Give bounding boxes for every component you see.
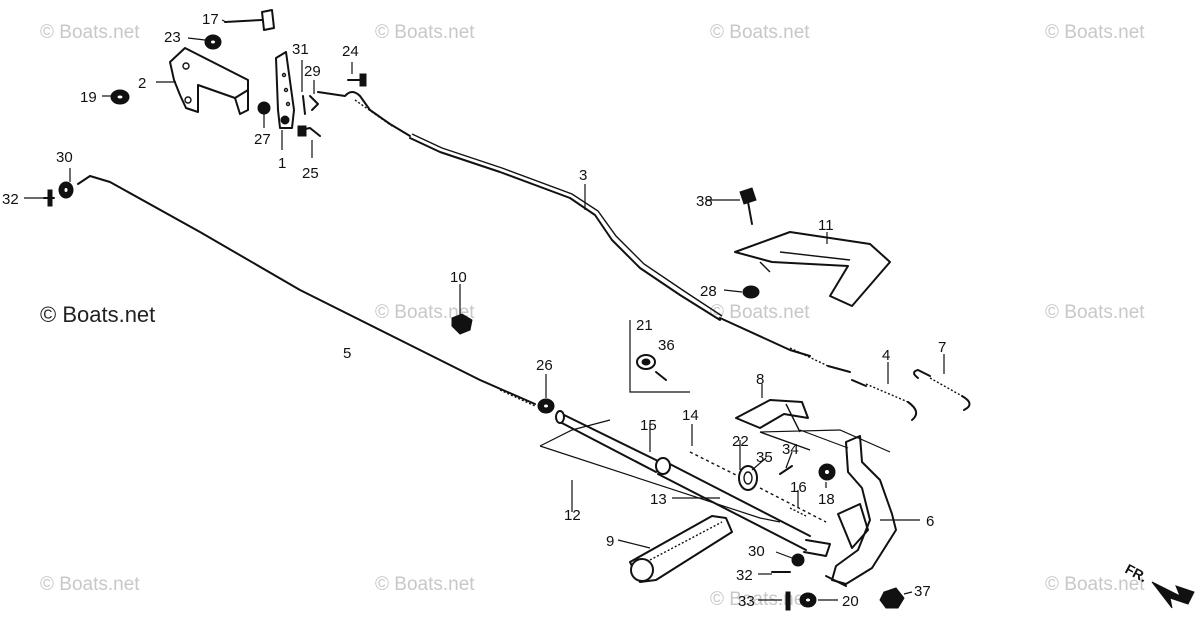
watermarks: © Boats.net © Boats.net © Boats.net © Bo…	[40, 22, 1145, 610]
part-spring-14	[689, 451, 739, 477]
part-nut-28	[742, 285, 760, 299]
callout-38: 38	[696, 193, 713, 210]
watermark: © Boats.net	[710, 22, 810, 43]
part-nut-10	[451, 313, 473, 335]
callout-13: 13	[650, 491, 667, 508]
part-nut-27	[257, 101, 271, 115]
callout-19: 19	[80, 89, 97, 106]
part-pin-31	[302, 95, 306, 115]
callout-14: 14	[682, 407, 699, 424]
callout-15: 15	[640, 417, 657, 434]
callout-35: 35	[756, 449, 773, 466]
callout-6: 6	[926, 513, 934, 530]
callout-16: 16	[790, 479, 807, 496]
part-washer-20	[799, 592, 817, 608]
callout-36: 36	[658, 337, 675, 354]
part-washer-30-lower	[791, 553, 805, 567]
callout-37: 37	[914, 583, 931, 600]
part-nut-18	[818, 463, 836, 481]
watermark: © Boats.net	[375, 22, 475, 43]
part-lever-1	[275, 51, 295, 129]
part-shaft-15	[555, 410, 661, 473]
part-pedal-pad-9	[629, 515, 733, 583]
callout-7: 7	[938, 339, 946, 356]
callout-9: 9	[606, 533, 614, 550]
part-bolt-24	[347, 73, 367, 87]
callouts: 1 2 3 4 5 6 7 8 9 10 11 12 13 14 15 16 1…	[2, 11, 946, 610]
part-pipe-13	[655, 457, 831, 557]
part-pin-36	[655, 371, 667, 381]
part-spring-16	[759, 487, 827, 523]
callout-23: 23	[164, 29, 181, 46]
watermark-main: © Boats.net	[40, 302, 155, 327]
part-bracket-8	[735, 399, 809, 433]
part-collar-35	[738, 465, 758, 491]
callout-10: 10	[450, 269, 467, 286]
watermark: © Boats.net	[1045, 574, 1145, 595]
callout-27: 27	[254, 131, 271, 148]
callout-8: 8	[756, 371, 764, 388]
part-clip-29	[309, 95, 319, 111]
callout-30-lower: 30	[748, 543, 765, 560]
callout-29: 29	[304, 63, 321, 80]
part-nut-37	[879, 587, 905, 609]
part-bolt-38	[739, 187, 757, 225]
part-washer-23	[204, 34, 222, 50]
callout-31: 31	[292, 41, 309, 58]
callout-30: 30	[56, 149, 73, 166]
part-pin-32	[43, 189, 55, 207]
callout-32: 32	[2, 191, 19, 208]
part-pin-33	[785, 591, 791, 611]
callout-3: 3	[579, 167, 587, 184]
callout-1: 1	[278, 155, 286, 172]
callout-22: 22	[732, 433, 749, 450]
part-washer-21	[636, 354, 656, 370]
watermark: © Boats.net	[40, 574, 140, 595]
part-pin-34	[779, 465, 793, 475]
watermark: © Boats.net	[710, 302, 810, 323]
callout-33: 33	[738, 593, 755, 610]
callout-34: 34	[782, 441, 799, 458]
part-pedal-arm-6	[825, 435, 897, 587]
callout-32-lower: 32	[736, 567, 753, 584]
part-cable-3	[317, 91, 851, 373]
part-bracket-2	[169, 47, 249, 115]
watermark: © Boats.net	[1045, 302, 1145, 323]
callout-11: 11	[818, 217, 834, 234]
callout-12: 12	[564, 507, 581, 524]
callout-21: 21	[636, 317, 653, 334]
group-lines	[24, 19, 945, 601]
watermark: © Boats.net	[40, 22, 140, 43]
part-bolt-25	[297, 125, 321, 137]
part-nut-26	[537, 398, 555, 414]
callout-18: 18	[818, 491, 835, 508]
part-bracket-11	[734, 231, 891, 307]
callout-28: 28	[700, 283, 717, 300]
callout-24: 24	[342, 43, 359, 60]
callout-26: 26	[536, 357, 553, 374]
part-nut-19	[110, 89, 130, 105]
watermark: © Boats.net	[1045, 22, 1145, 43]
part-rod-5	[77, 175, 536, 407]
part-bolt-17	[224, 9, 275, 31]
callout-17: 17	[202, 11, 219, 28]
callout-2: 2	[138, 75, 146, 92]
part-washer-30	[58, 181, 74, 199]
part-bracket-22	[759, 431, 811, 451]
part-spring-4	[851, 379, 918, 421]
part-spring-7	[913, 369, 971, 411]
callout-4: 4	[882, 347, 890, 364]
watermark: © Boats.net	[375, 302, 475, 323]
callout-20: 20	[842, 593, 859, 610]
callout-5: 5	[343, 345, 351, 362]
watermark: © Boats.net	[375, 574, 475, 595]
callout-25: 25	[302, 165, 319, 182]
arrow-icon	[1151, 581, 1195, 609]
